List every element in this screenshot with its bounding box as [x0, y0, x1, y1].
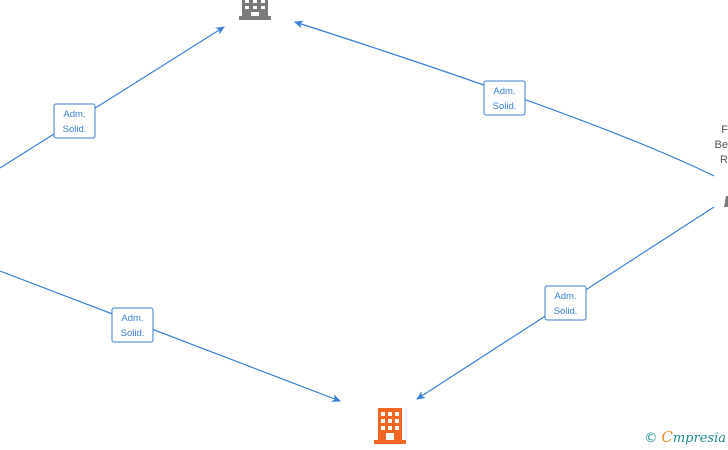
person-name-line: Be	[715, 139, 728, 151]
edge-right-top	[294, 20, 715, 177]
person-name-line: R	[720, 154, 728, 166]
building-icon	[239, 0, 271, 20]
edge-label-left-bottom: Adm. Solid.	[111, 307, 154, 343]
brand-initial: C	[661, 428, 673, 446]
company-node-top[interactable]	[239, 0, 271, 20]
company-node-bottom[interactable]	[374, 408, 406, 444]
edge-label-line: Adm.	[493, 86, 515, 97]
building-icon	[374, 408, 406, 444]
edge-label-right-bottom: Adm. Solid.	[544, 285, 587, 321]
edge-label-line: Solid.	[554, 306, 578, 317]
edge-label-line: Adm.	[121, 313, 143, 324]
edge-label-line: Adm.	[63, 109, 85, 120]
edge-label-line: Adm.	[554, 291, 576, 302]
edge-label-line: Solid.	[493, 101, 517, 112]
edge-label-right-top: Adm. Solid.	[483, 80, 526, 116]
person-name-line: F	[721, 124, 728, 136]
edge-label-line: Solid.	[63, 124, 87, 135]
edge-left-bottom	[0, 270, 341, 402]
edge-label-left-top: Adm. Solid.	[53, 103, 96, 139]
copyright-symbol: ©	[644, 431, 658, 446]
edge-label-line: Solid.	[121, 328, 145, 339]
person-icon	[724, 196, 728, 207]
empresia-watermark: ©Cmpresia	[644, 428, 726, 446]
brand-name: mpresia	[672, 431, 726, 446]
person-node-right[interactable]: F Be R	[715, 124, 728, 207]
edge-left-top	[0, 26, 225, 169]
